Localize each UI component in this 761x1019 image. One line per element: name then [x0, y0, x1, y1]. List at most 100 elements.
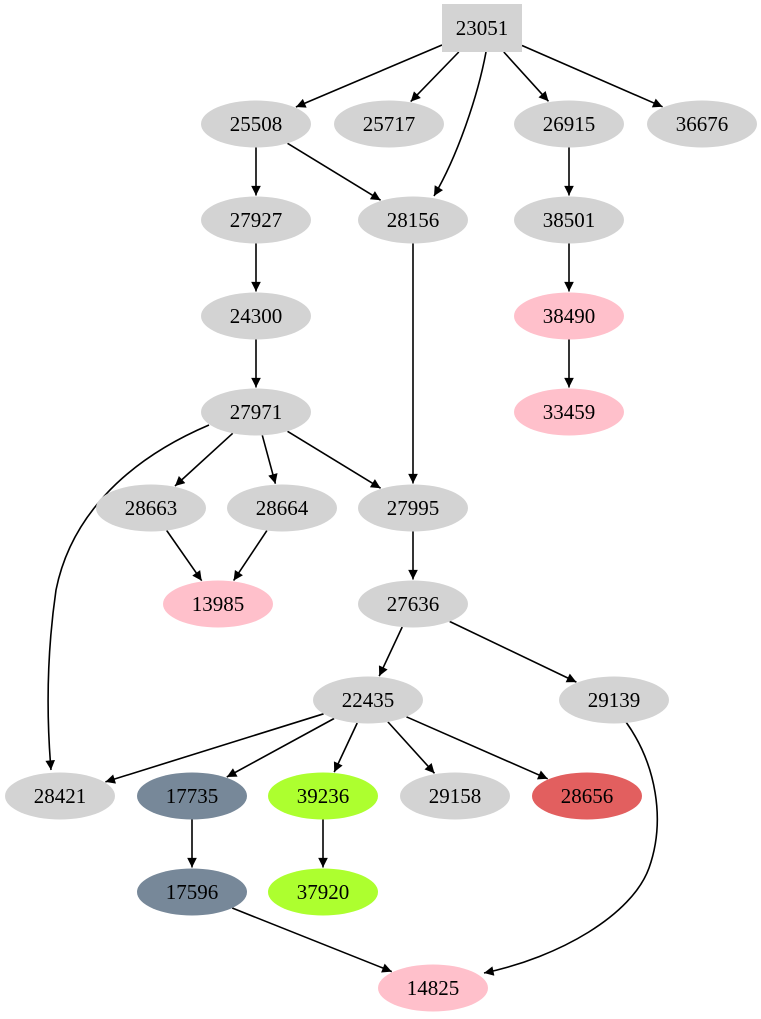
node-38490: 38490 [514, 292, 624, 340]
node-label: 25717 [363, 112, 416, 136]
edge-17596-14825 [231, 907, 393, 973]
edge-22435-39236 [333, 722, 358, 773]
node-27995: 27995 [358, 484, 468, 532]
node-label: 36676 [676, 112, 729, 136]
node-ellipse-shape [201, 196, 311, 244]
node-27636: 27636 [358, 580, 468, 628]
node-label: 37920 [297, 880, 350, 904]
node-ellipse-shape [514, 100, 624, 148]
node-ellipse-shape [201, 100, 311, 148]
edge-27971-28421 [45, 424, 210, 771]
node-ellipse-shape [313, 676, 423, 724]
node-14825: 14825 [378, 964, 488, 1012]
node-33459: 33459 [514, 388, 624, 436]
node-label: 28421 [34, 784, 87, 808]
edge-27636-29139 [449, 620, 577, 683]
node-label: 38490 [543, 304, 596, 328]
node-28421: 28421 [5, 772, 115, 820]
node-28663: 28663 [96, 484, 206, 532]
node-ellipse-shape [400, 772, 510, 820]
node-ellipse-shape [559, 676, 669, 724]
node-label: 33459 [543, 400, 596, 424]
edge-22435-28421 [105, 713, 324, 784]
node-ellipse-shape [514, 292, 624, 340]
node-label: 13985 [192, 592, 245, 616]
node-23051: 23051 [442, 4, 522, 52]
node-ellipse-shape [334, 100, 444, 148]
node-29158: 29158 [400, 772, 510, 820]
node-ellipse-shape [5, 772, 115, 820]
node-ellipse-shape [358, 196, 468, 244]
node-26915: 26915 [514, 100, 624, 148]
node-label: 27971 [230, 400, 283, 424]
node-label: 28663 [125, 496, 178, 520]
node-label: 27995 [387, 496, 440, 520]
node-36676: 36676 [647, 100, 757, 148]
node-label: 25508 [230, 112, 283, 136]
node-label: 28656 [561, 784, 614, 808]
edge-27636-22435 [378, 626, 403, 677]
node-label: 24300 [230, 304, 283, 328]
node-ellipse-shape [647, 100, 757, 148]
edge-23051-25508 [295, 44, 443, 108]
edge-27971-28663 [174, 432, 234, 487]
node-ellipse-shape [268, 868, 378, 916]
node-17596: 17596 [137, 868, 247, 916]
edge-29139-14825 [483, 721, 659, 976]
node-ellipse-shape [378, 964, 488, 1012]
node-label: 27636 [387, 592, 440, 616]
node-label: 23051 [456, 16, 509, 40]
node-label: 22435 [342, 688, 395, 712]
node-ellipse-shape [201, 388, 311, 436]
node-28156: 28156 [358, 196, 468, 244]
edge-23051-28156 [433, 51, 487, 197]
edge-25508-28156 [287, 142, 382, 201]
node-ellipse-shape [514, 196, 624, 244]
edge-23051-36676 [521, 44, 663, 108]
node-28656: 28656 [532, 772, 642, 820]
node-label: 29139 [588, 688, 641, 712]
node-ellipse-shape [201, 292, 311, 340]
edge-22435-17735 [226, 717, 335, 778]
node-28664: 28664 [227, 484, 337, 532]
node-label: 26915 [543, 112, 596, 136]
node-ellipse-shape [227, 484, 337, 532]
node-label: 17596 [166, 880, 219, 904]
node-24300: 24300 [201, 292, 311, 340]
node-ellipse-shape [514, 388, 624, 436]
node-ellipse-shape [358, 484, 468, 532]
edge-27971-28664 [261, 435, 278, 484]
edge-22435-29158 [387, 721, 436, 774]
edge-27971-27995 [287, 430, 382, 489]
node-25717: 25717 [334, 100, 444, 148]
node-ellipse-shape [137, 868, 247, 916]
edge-23051-25717 [410, 51, 460, 103]
node-ellipse-shape [268, 772, 378, 820]
node-ellipse-shape [358, 580, 468, 628]
edge-23051-26915 [503, 51, 550, 102]
edges-layer [45, 44, 663, 976]
node-ellipse-shape [137, 772, 247, 820]
node-label: 29158 [429, 784, 482, 808]
node-22435: 22435 [313, 676, 423, 724]
edge-28664-13985 [232, 530, 268, 582]
node-label: 27927 [230, 208, 283, 232]
node-box-shape [442, 4, 522, 52]
node-39236: 39236 [268, 772, 378, 820]
node-label: 28156 [387, 208, 440, 232]
node-label: 17735 [166, 784, 219, 808]
node-27927: 27927 [201, 196, 311, 244]
nodes-layer: 23051 25508 25717 26915 36676 27927 28156 38501… [5, 4, 757, 1012]
node-ellipse-shape [96, 484, 206, 532]
node-27971: 27971 [201, 388, 311, 436]
edge-22435-28656 [406, 716, 549, 780]
node-38501: 38501 [514, 196, 624, 244]
node-ellipse-shape [532, 772, 642, 820]
node-17735: 17735 [137, 772, 247, 820]
node-label: 39236 [297, 784, 350, 808]
node-13985: 13985 [163, 580, 273, 628]
node-label: 14825 [407, 976, 460, 1000]
node-ellipse-shape [163, 580, 273, 628]
